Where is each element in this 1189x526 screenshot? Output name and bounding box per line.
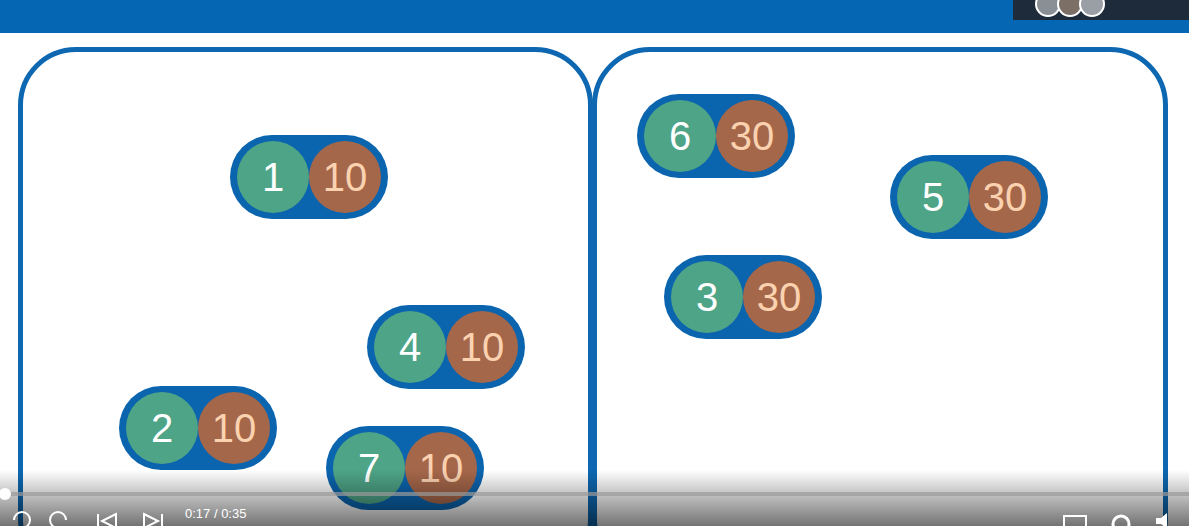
item-number: 6 [644,100,716,172]
item-value: 10 [446,311,518,383]
item-pill: 710 [326,426,484,510]
avatar [1080,0,1104,16]
item-number: 7 [333,432,405,504]
item-number: 3 [671,261,743,333]
group-region: 630530330 [592,47,1168,526]
group-region: 110410210710 [18,47,593,526]
avatar [1036,0,1060,16]
item-number: 5 [897,161,969,233]
avatar [1058,0,1082,16]
item-pill: 630 [637,94,795,178]
item-number: 4 [374,311,446,383]
item-value: 30 [743,261,815,333]
item-pill: 530 [890,155,1048,239]
item-pill: 330 [664,255,822,339]
progress-knob [0,488,11,500]
item-value: 10 [198,392,270,464]
item-value: 30 [969,161,1041,233]
top-bar [0,0,1189,33]
item-number: 1 [237,141,309,213]
item-pill: 110 [230,135,388,219]
item-value: 30 [716,100,788,172]
item-pill: 410 [367,305,525,389]
item-value: 10 [309,141,381,213]
video-time: 0:17 / 0:35 [185,506,246,521]
item-pill: 210 [119,386,277,470]
item-value: 10 [405,432,477,504]
item-number: 2 [126,392,198,464]
